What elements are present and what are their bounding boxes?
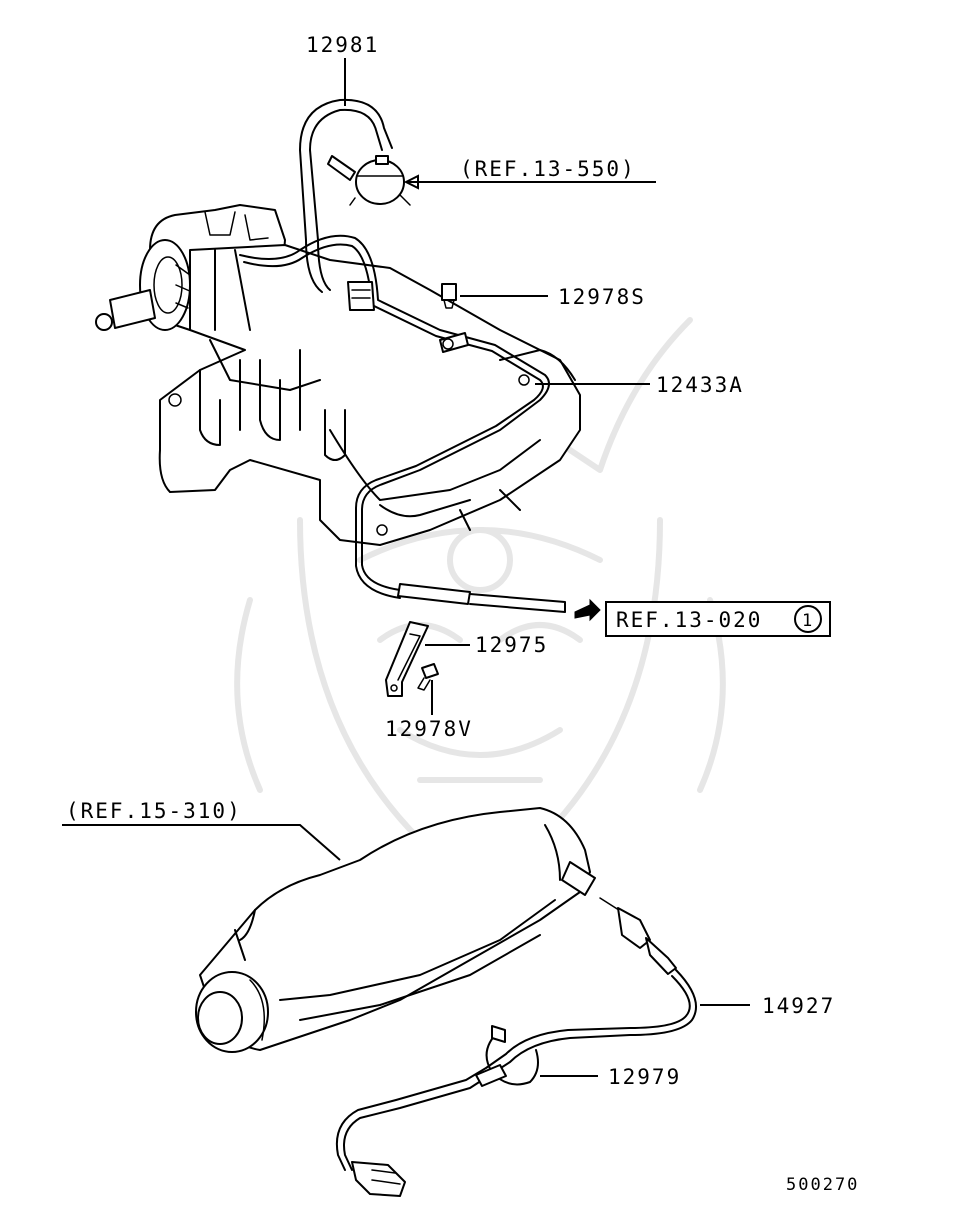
callout-ref-15-310[interactable]: (REF.15-310) [66, 799, 242, 823]
callout-12979[interactable]: 12979 [608, 1065, 681, 1089]
bolt-12978V [417, 663, 439, 691]
vacuum-hose-12981 [299, 98, 393, 293]
callout-12978V[interactable]: 12978V [385, 717, 473, 741]
catalytic-converter [195, 807, 596, 1053]
solenoid-valve [327, 155, 411, 206]
ref-13-020-box[interactable]: REF.13-020 1 [605, 601, 831, 637]
ref-arrow-icon [574, 598, 601, 622]
callout-12433A[interactable]: 12433A [656, 373, 744, 397]
callout-12978S[interactable]: 12978S [558, 285, 646, 309]
circled-number-icon [794, 605, 822, 633]
leader-lines [62, 58, 750, 1077]
bracket-12975 [385, 621, 429, 697]
intake-manifold-assembly [95, 204, 581, 613]
oxygen-sensor-14927 [336, 897, 697, 1171]
callout-12975[interactable]: 12975 [475, 633, 548, 657]
sensor-connector [351, 1161, 406, 1197]
callout-12981[interactable]: 12981 [306, 33, 379, 57]
watermark-emblem [234, 317, 726, 863]
clip-12979 [475, 1025, 539, 1087]
circled-number: 1 [802, 611, 814, 631]
drawing-number: 500270 [786, 1175, 859, 1195]
callout-14927[interactable]: 14927 [762, 994, 835, 1018]
callout-ref-13-550[interactable]: (REF.13-550) [460, 157, 636, 181]
callout-ref-13-020[interactable]: REF.13-020 [616, 608, 762, 632]
